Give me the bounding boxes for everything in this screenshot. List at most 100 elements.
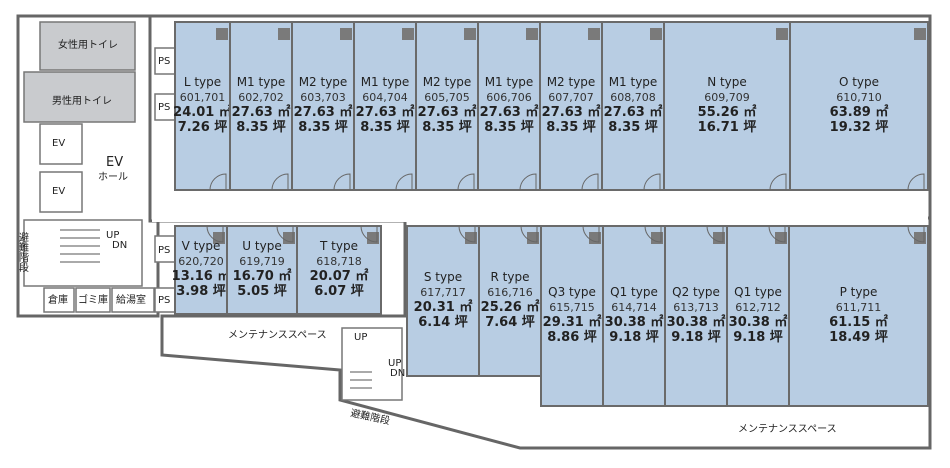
room-area-label: 55.26 ㎡ [698, 104, 757, 120]
room-number-label: 601,701 [180, 91, 226, 104]
room-number-label: 615,715 [549, 301, 595, 314]
column [713, 232, 725, 244]
room-tsubo-label: 8.35 坪 [608, 120, 658, 135]
room-number-label: 614,714 [611, 301, 657, 314]
room-type-label: Q1 type [734, 285, 782, 299]
room-area [602, 225, 666, 407]
elevator-2 [39, 171, 83, 213]
room-type-label: U type [242, 239, 281, 253]
room-tsubo-label: 6.07 坪 [314, 284, 364, 299]
door-swing [271, 173, 289, 191]
door-swing [519, 173, 537, 191]
column [465, 232, 477, 244]
room-number-label: 609,709 [704, 91, 750, 104]
door-swing [360, 225, 378, 243]
room-type-label: Q2 type [672, 285, 720, 299]
room-area-label: 30.38 ㎡ [729, 314, 788, 330]
room-area [477, 21, 541, 191]
room-area [353, 21, 417, 191]
door-swing [458, 225, 476, 243]
room-tsubo-label: 5.05 坪 [237, 284, 287, 299]
lower-stairs-dn: DN [390, 368, 405, 379]
room-number-label: 618,718 [316, 255, 362, 268]
door-swing [643, 173, 661, 191]
room-number-label: 602,702 [238, 91, 284, 104]
door-swing [581, 173, 599, 191]
ps-label-4: PS [158, 295, 170, 306]
room-area-label: 61.15 ㎡ [829, 314, 888, 330]
room-number-label: 619,719 [239, 255, 285, 268]
room-number-label: 607,707 [548, 91, 594, 104]
ps-label-3: PS [158, 245, 170, 256]
column [526, 28, 538, 40]
trash-room [75, 287, 111, 313]
room-tsubo-label: 19.32 坪 [830, 120, 889, 135]
door-swing [907, 173, 925, 191]
room-tsubo-label: 8.35 坪 [360, 120, 410, 135]
column [650, 28, 662, 40]
column [914, 28, 926, 40]
room-area-label: 30.38 ㎡ [667, 314, 726, 330]
womens-toilet-label: 女性用トイレ [58, 38, 118, 51]
room-area [788, 225, 929, 407]
kitchenette [111, 287, 155, 313]
door-swing [457, 173, 475, 191]
room-tsubo-label: 8.35 坪 [546, 120, 596, 135]
mens-toilet-label: 男性用トイレ [52, 94, 112, 107]
room-number-label: 616,716 [487, 286, 533, 299]
room-number-label: 611,711 [836, 301, 882, 314]
room-number-label: 612,712 [735, 301, 781, 314]
room-type-label: O type [839, 75, 879, 89]
room-tsubo-label: 7.64 坪 [485, 315, 535, 330]
column [914, 232, 926, 244]
room-area-label: 13.16 ㎡ [172, 268, 231, 284]
column [589, 232, 601, 244]
column [588, 28, 600, 40]
room-tsubo-label: 8.35 坪 [298, 120, 348, 135]
room-type-label: V type [182, 239, 221, 253]
room-area [726, 225, 790, 407]
room-area-label: 27.63 ㎡ [418, 104, 477, 120]
door-swing [520, 225, 538, 243]
column [213, 232, 225, 244]
kitchenette-label: 給湯室 [116, 293, 146, 306]
room-area-label: 25.26 ㎡ [481, 299, 540, 315]
door-swing [706, 225, 724, 243]
column [283, 232, 295, 244]
room-area [229, 21, 293, 191]
room-tsubo-label: 8.35 坪 [422, 120, 472, 135]
room-area-label: 27.63 ㎡ [294, 104, 353, 120]
room-area [174, 21, 231, 191]
room-area-label: 27.63 ㎡ [232, 104, 291, 120]
column [278, 28, 290, 40]
room-tsubo-label: 8.35 坪 [484, 120, 534, 135]
ev-hall-label-1: EV [106, 155, 123, 170]
column [402, 28, 414, 40]
room-number-label: 620,720 [178, 255, 224, 268]
trash-label: ゴミ庫 [78, 293, 108, 306]
room-number-label: 606,706 [486, 91, 532, 104]
column [775, 232, 787, 244]
column [464, 28, 476, 40]
room-type-label: T type [319, 239, 358, 253]
room-area-label: 30.38 ㎡ [605, 314, 664, 330]
room-area-label: 27.63 ㎡ [604, 104, 663, 120]
room-tsubo-label: 8.35 坪 [236, 120, 286, 135]
room-number-label: 604,704 [362, 91, 408, 104]
room-type-label: Q3 type [548, 285, 596, 299]
elevator-1-label: EV [52, 138, 65, 149]
room-type-label: R type [491, 270, 530, 284]
